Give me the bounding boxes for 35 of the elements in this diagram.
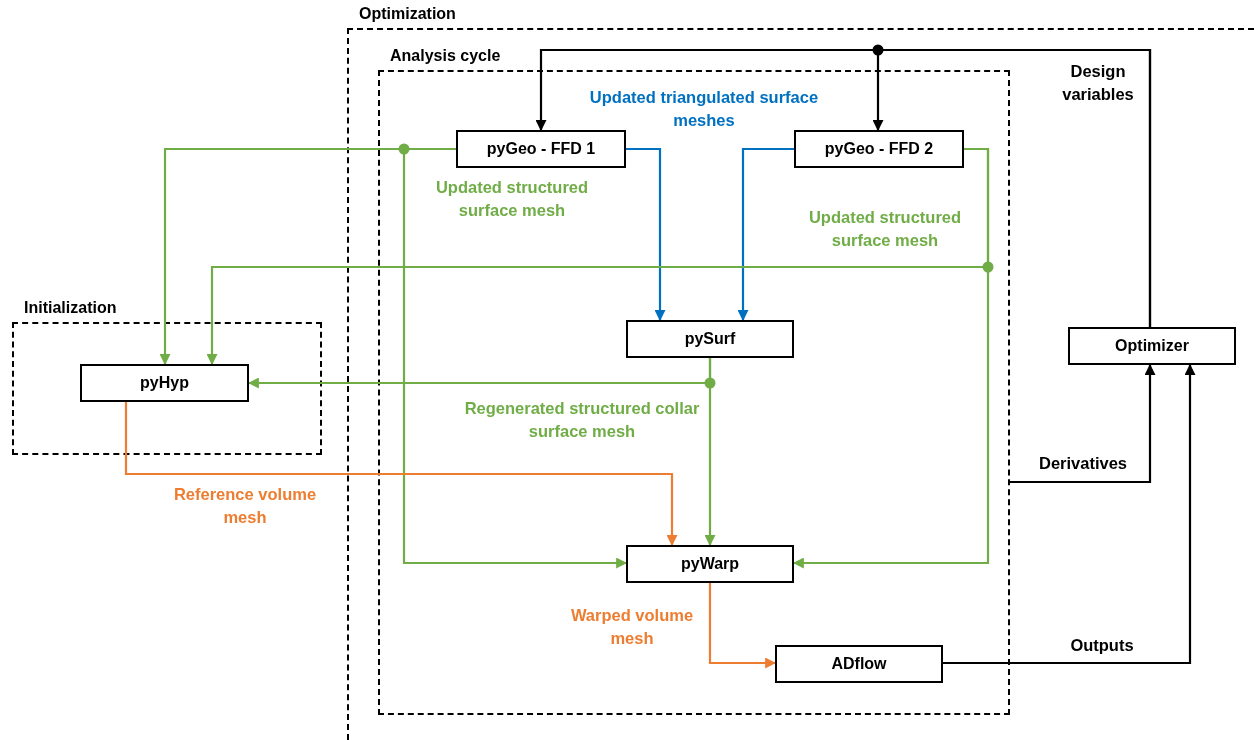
box-label: Optimizer <box>1115 337 1189 355</box>
group-title: Initialization <box>24 299 117 317</box>
box-label: pyGeo - FFD 1 <box>486 140 596 158</box>
process-box <box>626 320 794 358</box>
edge-label: Derivatives <box>1037 453 1129 474</box>
arrow <box>872 48 1152 327</box>
process-box <box>1068 327 1236 365</box>
arrow <box>626 147 666 322</box>
arrow <box>704 358 716 547</box>
box-label: pyHyp <box>140 374 189 392</box>
edge-label: Design variables <box>1061 61 1135 106</box>
group-title: Analysis cycle <box>390 47 501 65</box>
edge-label: Updated structured surface mesh <box>807 207 963 252</box>
arrow <box>1010 363 1156 484</box>
group-title: Optimization <box>359 5 456 23</box>
arrow <box>792 147 990 569</box>
process-box <box>80 364 249 402</box>
box-label: pySurf <box>684 330 736 348</box>
process-box <box>626 545 794 583</box>
edge-label: Reference volume mesh <box>172 484 318 529</box>
box-label: pyWarp <box>680 555 740 573</box>
arrow <box>737 147 794 322</box>
arrow <box>124 402 678 547</box>
arrow <box>708 583 777 669</box>
arrow <box>943 363 1196 665</box>
edge-label: Updated triangulated surface meshes <box>589 87 819 132</box>
edge-label: Updated structured surface mesh <box>434 177 590 222</box>
edge-label: Regenerated structured collar surface mesh <box>463 398 701 443</box>
process-box <box>794 130 964 168</box>
process-box <box>456 130 626 168</box>
box-label: ADflow <box>831 655 887 673</box>
process-box <box>775 645 943 683</box>
box-label: pyGeo - FFD 2 <box>824 140 934 158</box>
edge-label: Outputs <box>1069 635 1135 656</box>
edge-label: Warped volume mesh <box>569 605 695 650</box>
